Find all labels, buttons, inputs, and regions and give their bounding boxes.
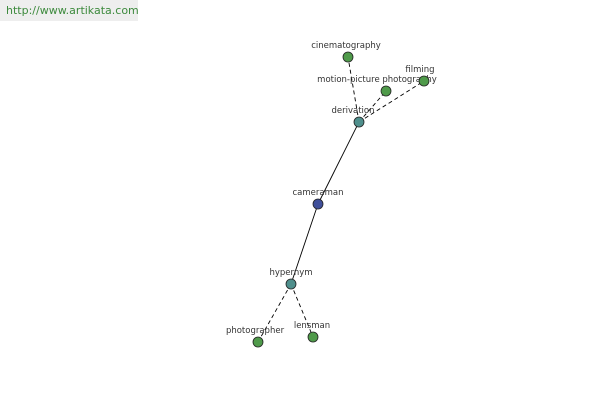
node-label-lensman: lensman <box>294 321 330 331</box>
node-cinematography[interactable]: cinematography <box>311 41 381 63</box>
node-dot-motion-picture-photography[interactable] <box>380 85 392 97</box>
node-lensman[interactable]: lensman <box>294 321 330 343</box>
node-dot-photographer[interactable] <box>252 336 264 348</box>
node-label-cinematography: cinematography <box>311 41 381 51</box>
node-hypernym[interactable]: hypernym <box>269 268 313 290</box>
node-dot-cinematography[interactable] <box>342 51 354 63</box>
edge-derivation-cinematography <box>347 56 360 123</box>
edge-cameraman-hypernym <box>290 203 319 285</box>
nodes-layer: cameraman derivation hypernym cinematograph… <box>226 41 437 348</box>
node-label-photographer: photographer <box>226 326 285 336</box>
node-dot-hypernym[interactable] <box>285 278 297 290</box>
node-dot-cameraman[interactable] <box>312 198 324 210</box>
node-label-motion-picture-photography: motion-picture photography <box>317 75 437 85</box>
node-label-derivation: derivation <box>331 106 374 116</box>
node-label-hypernym: hypernym <box>269 268 312 278</box>
edge-hypernym-lensman <box>290 283 314 338</box>
node-label-filming: filming <box>405 65 434 75</box>
edge-derivation-filming <box>358 80 425 123</box>
node-photographer[interactable]: photographer <box>226 326 285 348</box>
watermark-url: http://www.artikata.com <box>0 0 139 21</box>
node-motion-picture-photography[interactable]: motion-picture photography <box>317 75 437 97</box>
node-label-cameraman: cameraman <box>293 188 344 198</box>
node-dot-derivation[interactable] <box>353 116 365 128</box>
node-filming[interactable]: filming <box>405 65 435 87</box>
edge-cameraman-derivation <box>317 121 360 205</box>
node-derivation[interactable]: derivation <box>331 106 375 128</box>
node-dot-filming[interactable] <box>418 75 430 87</box>
node-cameraman[interactable]: cameraman <box>293 188 344 210</box>
node-dot-lensman[interactable] <box>307 331 319 343</box>
edges-layer <box>257 56 425 343</box>
